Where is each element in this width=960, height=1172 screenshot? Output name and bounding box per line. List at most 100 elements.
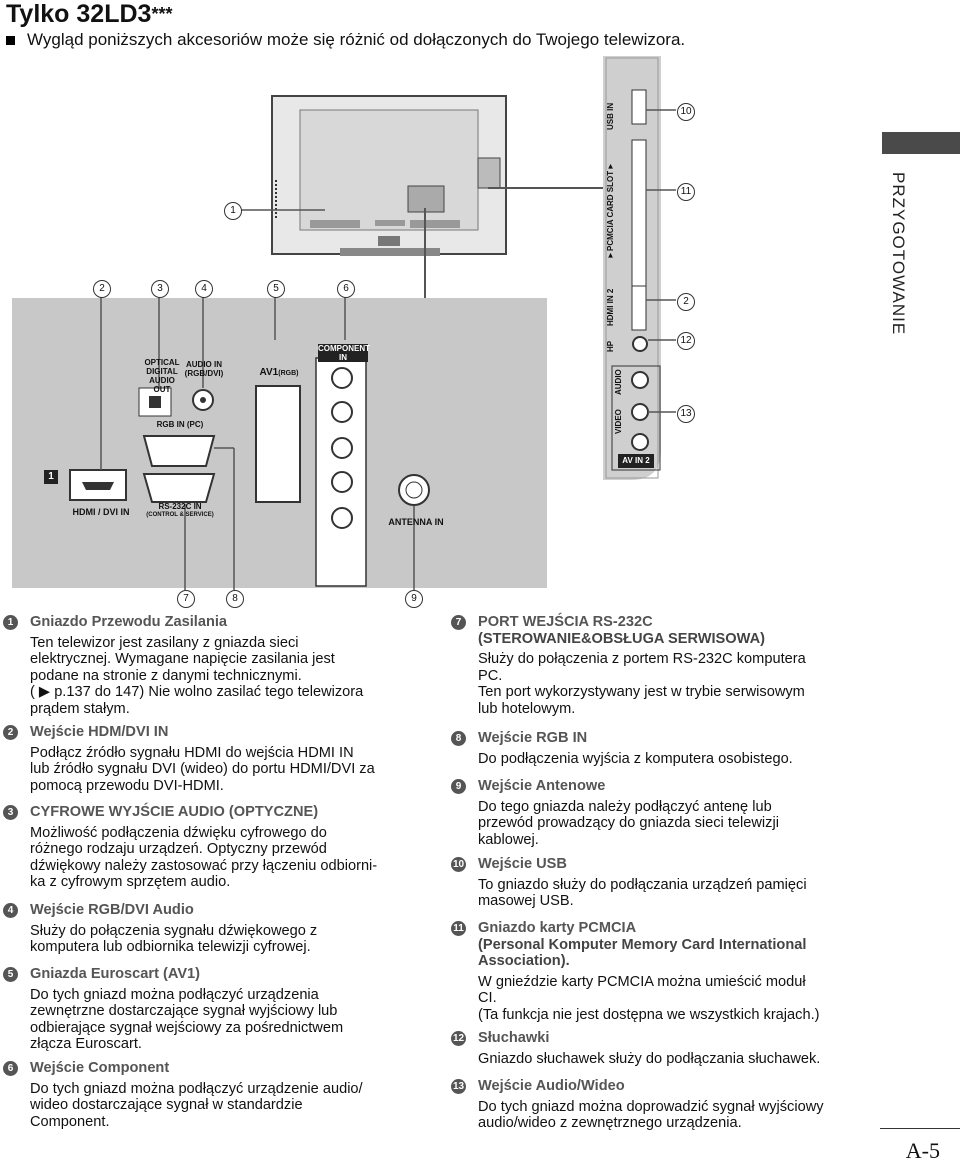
callout-1: 1 <box>224 202 242 220</box>
item-number-badge: 4 <box>3 903 18 918</box>
item-body-line: przewód prowadzący do gniazda sieci tele… <box>478 815 779 831</box>
item-body-line: CI. <box>478 990 497 1006</box>
item-body-line: Służy do połączenia sygnału dźwiękowego … <box>30 922 318 939</box>
item-body-line: ka z cyfrowym sprzętem audio. <box>30 874 231 890</box>
page-number: A-5 <box>905 1138 940 1163</box>
description-item: 7 PORT WEJŚCIA RS-232C(STEROWANIE&OBSŁUGA… <box>451 614 878 717</box>
item-body-line: złącza Euroscart. <box>30 1036 142 1052</box>
callout-10: 10 <box>677 103 695 121</box>
antenna-in-label: ANTENNA IN <box>388 517 444 527</box>
item-body-line: elektrycznej. Wymagane napięcie zasilani… <box>30 651 335 667</box>
callout-11: 11 <box>677 183 695 201</box>
item-body-line: wideo dostarczające sygnał w standardzie <box>30 1097 303 1113</box>
item-body-line: To gniazdo służy do podłączania urządzeń… <box>478 876 807 893</box>
audio-label: AUDIO <box>614 369 623 395</box>
bullet-square-icon <box>6 36 15 46</box>
item-heading: Wejście USB <box>478 856 567 872</box>
item-body-line: Do tych gniazd można podłączyć urządzeni… <box>30 1080 363 1097</box>
rgb-in-label: RGB IN (PC) <box>156 420 204 429</box>
item-body-line: Component. <box>30 1113 110 1130</box>
item-body-line: (Ta funkcja nie jest dostępna we wszystk… <box>478 1006 820 1023</box>
usb-in-label: USB IN <box>606 102 615 130</box>
optical-label: OPTICAL DIGITAL AUDIO OUT <box>144 358 180 394</box>
section-tag: 1 <box>44 470 58 484</box>
description-item: 6 Wejście Component Do tych gniazd można p… <box>3 1060 440 1130</box>
callout-8: 8 <box>226 590 244 608</box>
av1-label: AV1(RGB) <box>259 367 299 378</box>
item-number-badge: 11 <box>451 921 466 936</box>
item-body-line: Do tych gniazd można doprowadzić sygnał … <box>478 1098 824 1115</box>
item-number-badge: 10 <box>451 857 466 872</box>
item-number-badge: 5 <box>3 967 18 982</box>
av-in-2-label: AV IN 2 <box>622 456 650 465</box>
description-item: 13 Wejście Audio/Wideo Do tych gniazd możn… <box>451 1078 878 1132</box>
item-body-line: Do tych gniazd można podłączyć urządzeni… <box>30 986 319 1003</box>
callout-2: 2 <box>93 280 111 298</box>
item-body-line: komputera lub odbiornika telewizji cyfro… <box>30 939 311 955</box>
item-body-line: Ten port wykorzystywany jest w trybie se… <box>478 684 805 700</box>
item-heading: Wejście HDM/DVI IN <box>30 724 169 740</box>
item-body-line: lub źródło sygnału DVI (wideo) do portu … <box>30 761 375 777</box>
item-number-badge: 3 <box>3 805 18 820</box>
item-heading: Wejście RGB IN <box>478 730 588 746</box>
item-body-line: kablowej. <box>478 831 539 848</box>
item-body-line: dźwiękowy należy zastosować przy łączeni… <box>30 857 378 874</box>
side-tab-bar <box>882 132 960 154</box>
callout-7: 7 <box>177 590 195 608</box>
item-number-badge: 12 <box>451 1031 466 1046</box>
item-heading: Gniazdo Przewodu Zasilania <box>30 614 228 630</box>
item-number-badge: 7 <box>451 615 466 630</box>
item-body-line: W gnieździe karty PCMCIA można umieścić … <box>478 973 806 990</box>
callout-4: 4 <box>195 280 213 298</box>
item-heading: PORT WEJŚCIA RS-232C <box>478 614 653 630</box>
item-body-line: Do podłączenia wyjścia z komputera osobi… <box>478 750 793 767</box>
item-heading: Wejście RGB/DVI Audio <box>30 902 194 918</box>
item-heading: Gniazdo karty PCMCIA <box>478 920 637 936</box>
callout-5: 5 <box>267 280 285 298</box>
item-number-badge: 9 <box>451 779 466 794</box>
item-number-badge: 1 <box>3 615 18 630</box>
item-body-line: odbierające sygnał wejściowy za pośredni… <box>30 1019 344 1036</box>
item-number-badge: 13 <box>451 1079 466 1094</box>
item-heading-continued: Association). <box>478 953 570 969</box>
tv-back-diagram: OPTICAL DIGITAL AUDIO OUT AUDIO IN (RGB/… <box>0 50 880 610</box>
item-body-line: podane na stronie z danymi technicznymi. <box>30 667 302 684</box>
page-number-rule <box>880 1128 960 1129</box>
video-label: VIDEO <box>614 409 623 435</box>
item-heading: Wejście Audio/Wideo <box>478 1078 625 1094</box>
item-heading: Gniazda Euroscart (AV1) <box>30 966 201 982</box>
item-body-line: prądem stałym. <box>30 700 130 717</box>
item-number-badge: 8 <box>451 731 466 746</box>
tv-back-drawing <box>12 56 676 590</box>
side-tab-label: PRZYGOTOWANIE <box>889 172 908 336</box>
item-heading: Słuchawki <box>478 1030 550 1046</box>
item-heading: Wejście Antenowe <box>478 778 606 794</box>
item-body-line: Możliwość podłączenia dźwięku cyfrowego … <box>30 824 327 841</box>
hdmi-in-2-label: HDMI IN 2 <box>606 288 615 326</box>
callout-12: 12 <box>677 332 695 350</box>
item-number-badge: 6 <box>3 1061 18 1076</box>
hdmi-dvi-in-label: HDMI / DVI IN <box>72 507 130 517</box>
description-item: 10 Wejście USB To gniazdo służy do podłącz… <box>451 856 878 910</box>
item-heading-continued: (STEROWANIE&OBSŁUGA SERWISOWA) <box>478 630 766 647</box>
item-body-line: różnego rodzaju urządzeń. Optyczny przew… <box>30 841 327 857</box>
description-item: 3 CYFROWE WYJŚCIE AUDIO (OPTYCZNE) Możliwo… <box>3 804 440 891</box>
item-body-line: ( ▶ p.137 do 147) Nie wolno zasilać tego… <box>30 684 364 700</box>
item-body-line: Gniazdo słuchawek służy do podłączania s… <box>478 1050 821 1067</box>
item-body-line: Służy do połączenia z portem RS-232C kom… <box>478 651 806 667</box>
item-heading: CYFROWE WYJŚCIE AUDIO (OPTYCZNE) <box>30 804 319 820</box>
item-body-line: PC. <box>478 667 503 684</box>
item-heading: Wejście Component <box>30 1060 170 1076</box>
item-body-line: zewnętrzne dostarczające sygnał wyjściow… <box>30 1003 338 1019</box>
item-body-line: Ten telewizor jest zasilany z gniazda si… <box>30 634 299 651</box>
item-body-line: pomocą przewodu DVI-HDMI. <box>30 777 224 794</box>
component-in-label: COMPONENT IN <box>318 344 370 362</box>
right-description-column: 7 PORT WEJŚCIA RS-232C(STEROWANIE&OBSŁUGA… <box>448 612 878 1132</box>
